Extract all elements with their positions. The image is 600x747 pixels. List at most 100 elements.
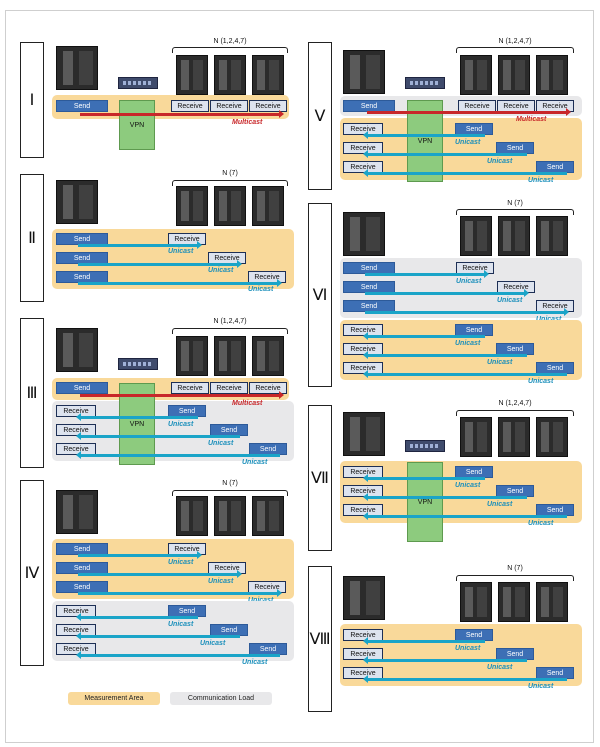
legend-measurement-area: Measurement Area xyxy=(68,692,160,705)
unicast-tag: Unicast xyxy=(456,278,482,285)
unicast-arrow xyxy=(365,270,489,278)
network-switch-icon xyxy=(118,77,158,89)
vpn-block: VPN xyxy=(119,100,155,150)
io-unit-icon xyxy=(460,582,492,622)
unicast-tag: Unicast xyxy=(536,316,561,323)
node-group-brace xyxy=(172,180,288,186)
node-count-label: N (7) xyxy=(507,565,523,572)
roman-numeral: Ⅲ xyxy=(20,318,44,468)
roman-numeral: Ⅳ xyxy=(20,480,44,666)
unicast-arrow xyxy=(76,651,280,659)
unicast-tag: Unicast xyxy=(455,645,481,652)
network-switch-icon xyxy=(405,440,445,452)
network-switch-icon xyxy=(405,77,445,89)
unicast-arrow xyxy=(363,512,567,520)
multicast-tag: Multicast xyxy=(232,400,263,407)
legend-communication-load: Communication Load xyxy=(170,692,272,705)
unicast-tag: Unicast xyxy=(487,359,513,366)
controller-icon xyxy=(343,212,385,256)
unicast-arrow xyxy=(76,413,198,421)
roman-numeral: Ⅶ xyxy=(308,405,332,551)
roman-numeral: Ⅴ xyxy=(308,42,332,190)
node-count-label: N (7) xyxy=(222,170,238,177)
node-count-label: N (1,2,4,7) xyxy=(498,38,532,45)
node-count-label: N (1,2,4,7) xyxy=(498,400,532,407)
receive-box: Receive xyxy=(171,382,209,394)
node-group-brace xyxy=(172,47,288,53)
receive-box: Receive xyxy=(210,100,248,112)
io-unit-icon xyxy=(460,216,492,256)
unicast-arrow xyxy=(76,432,240,440)
controller-icon xyxy=(343,50,385,94)
io-unit-icon xyxy=(536,582,568,622)
io-unit-icon xyxy=(252,55,284,95)
unicast-tag: Unicast xyxy=(455,340,481,347)
unicast-tag: Unicast xyxy=(168,559,194,566)
node-group-brace xyxy=(456,209,574,215)
unicast-arrow xyxy=(363,493,527,501)
unicast-arrow xyxy=(363,169,567,177)
unicast-tag: Unicast xyxy=(248,597,273,604)
unicast-arrow xyxy=(363,474,485,482)
io-unit-icon xyxy=(176,496,208,536)
controller-icon xyxy=(56,180,98,224)
io-unit-icon xyxy=(214,496,246,536)
vpn-block: VPN xyxy=(407,462,443,542)
send-box: Send xyxy=(56,382,108,394)
unicast-tag: Unicast xyxy=(168,248,194,255)
unicast-tag: Unicast xyxy=(208,578,234,585)
unicast-arrow xyxy=(78,241,202,249)
roman-numeral: Ⅵ xyxy=(308,203,332,387)
roman-numeral: Ⅰ xyxy=(20,42,44,158)
unicast-arrow xyxy=(363,370,567,378)
unicast-tag: Unicast xyxy=(208,440,234,447)
unicast-tag: Unicast xyxy=(248,286,274,293)
multicast-tag: Multicast xyxy=(232,119,263,126)
unicast-tag: Unicast xyxy=(487,158,513,165)
unicast-arrow xyxy=(363,332,485,340)
unicast-tag: Unicast xyxy=(455,482,481,489)
network-switch-icon xyxy=(118,358,158,370)
roman-numeral: Ⅷ xyxy=(308,566,332,712)
io-unit-icon xyxy=(176,186,208,226)
io-unit-icon xyxy=(176,336,208,376)
receive-box: Receive xyxy=(249,100,287,112)
io-unit-icon xyxy=(460,55,492,95)
io-unit-icon xyxy=(252,186,284,226)
node-group-brace xyxy=(172,490,288,496)
controller-icon xyxy=(343,576,385,620)
multicast-arrow xyxy=(80,391,284,399)
unicast-tag: Unicast xyxy=(200,640,226,647)
unicast-arrow xyxy=(78,570,242,578)
unicast-arrow xyxy=(363,656,527,664)
node-group-brace xyxy=(456,410,574,416)
unicast-arrow xyxy=(365,308,569,316)
unicast-arrow xyxy=(363,351,527,359)
unicast-tag: Unicast xyxy=(487,664,513,671)
io-unit-icon xyxy=(214,336,246,376)
unicast-arrow xyxy=(363,675,567,683)
unicast-arrow xyxy=(365,289,529,297)
unicast-arrow xyxy=(78,279,282,287)
unicast-tag: Unicast xyxy=(497,297,523,304)
node-count-label: N (7) xyxy=(222,480,238,487)
controller-icon xyxy=(56,46,98,90)
io-unit-icon xyxy=(214,186,246,226)
unicast-arrow xyxy=(76,451,280,459)
unicast-tag: Unicast xyxy=(528,177,554,184)
node-group-brace xyxy=(456,47,574,53)
node-count-label: N (1,2,4,7) xyxy=(213,318,247,325)
send-box: Send xyxy=(56,100,108,112)
receive-box: Receive xyxy=(210,382,248,394)
io-unit-icon xyxy=(536,216,568,256)
unicast-tag: Unicast xyxy=(528,378,554,385)
unicast-arrow xyxy=(76,632,240,640)
unicast-tag: Unicast xyxy=(242,659,268,666)
controller-icon xyxy=(56,490,98,534)
unicast-tag: Unicast xyxy=(528,520,554,527)
unicast-arrow xyxy=(363,150,527,158)
multicast-tag: Multicast xyxy=(516,116,547,123)
unicast-tag: Unicast xyxy=(242,459,268,466)
io-unit-icon xyxy=(498,417,530,457)
unicast-arrow xyxy=(78,589,282,597)
